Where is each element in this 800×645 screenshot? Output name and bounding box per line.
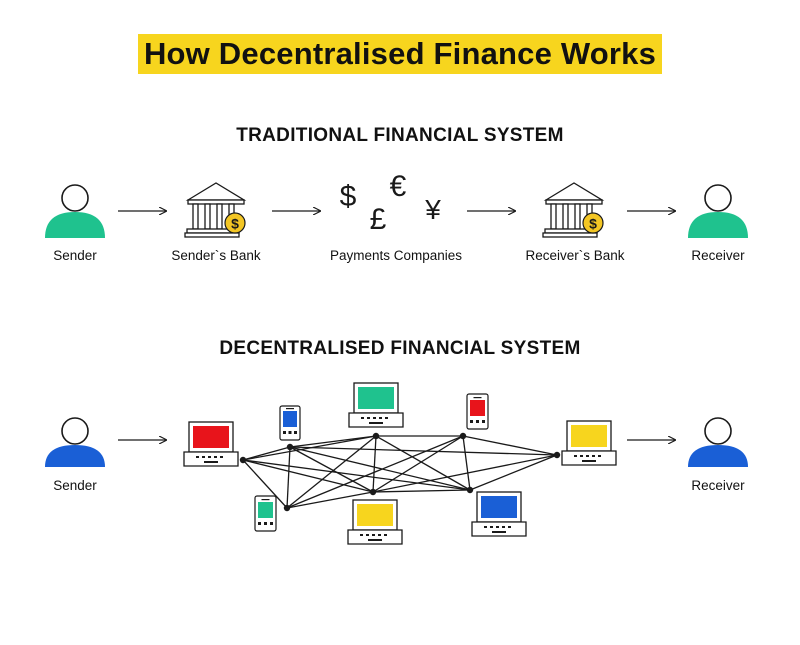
phone-red-icon [466,393,489,430]
sender-bank-coin-icon: $ [224,212,246,234]
traditional-section-title: TRADITIONAL FINANCIAL SYSTEM [236,125,564,146]
label-sender-bank: Sender`s Bank [171,248,261,263]
peer-network-nodes [239,432,561,512]
receiver-bank-coin-icon: $ [582,212,604,234]
decentralised-section-title: DECENTRALISED FINANCIAL SYSTEM [219,338,581,359]
label-decentralised-sender: Sender [53,478,97,493]
phone-blue-icon [279,405,301,441]
euro-symbol: € [390,170,407,203]
pound-symbol: £ [370,203,387,236]
decentralised-receiver-person-icon [688,417,748,467]
receiver-person-icon [688,184,748,238]
decentralised-sender-person-icon [45,417,105,467]
sender-person-icon [45,184,105,238]
laptop-green-icon [348,382,404,428]
label-payments-companies: Payments Companies [329,248,463,263]
coin-dollar-glyph: $ [589,216,597,232]
label-receiver: Receiver [691,248,745,263]
yen-symbol: ¥ [424,194,441,225]
peer-network-connections [242,435,558,509]
laptop-yellow-bottom-icon [347,499,403,545]
page-title: How Decentralised Finance Works [137,34,663,74]
sender-bank-icon [184,182,247,238]
laptop-blue-icon [471,491,527,537]
laptop-red-icon [183,421,239,467]
dollar-symbol: $ [340,180,357,213]
coin-dollar-glyph: $ [231,216,239,232]
label-sender: Sender [53,248,97,263]
label-decentralised-receiver: Receiver [691,478,745,493]
laptop-yellow-right-icon [561,420,617,466]
label-receiver-bank: Receiver`s Bank [525,248,625,263]
phone-green-icon [254,495,277,532]
